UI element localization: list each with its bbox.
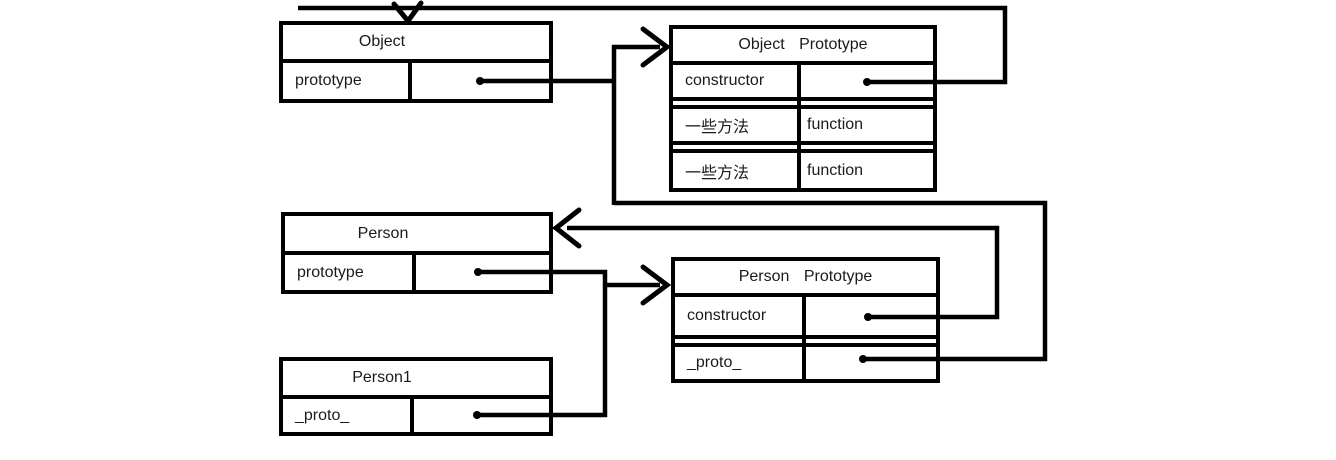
person-prototype-box-title-row: Person Prototype bbox=[675, 261, 936, 297]
constructor-key: constructor bbox=[685, 72, 765, 89]
object-prototype-box-title: Object Prototype bbox=[738, 36, 868, 53]
person-box-column-divider bbox=[412, 255, 416, 290]
object-prototype-row: prototype bbox=[283, 63, 549, 99]
person-prototype-box-column-divider bbox=[802, 297, 806, 379]
proto-value bbox=[802, 347, 936, 379]
person1-box-column-divider bbox=[410, 399, 414, 432]
person-prototype-box-title: Person Prototype bbox=[738, 268, 873, 285]
person-box-title-row: Person bbox=[285, 216, 549, 255]
proto-key: _proto_ bbox=[687, 354, 742, 371]
proto-value bbox=[410, 399, 549, 432]
arrowhead-right-icon bbox=[640, 26, 672, 68]
constructor-value bbox=[797, 65, 933, 97]
person-prototype-key: prototype bbox=[297, 263, 364, 281]
method-key: 一些方法 bbox=[685, 119, 750, 136]
person-box: Person prototype bbox=[281, 212, 553, 294]
arrowhead-left-icon bbox=[551, 207, 582, 249]
object-prototype-key: prototype bbox=[295, 72, 362, 89]
person1-box: Person1 _proto_ bbox=[279, 357, 553, 436]
person-prototype-row: prototype bbox=[285, 255, 549, 290]
method-value: function bbox=[807, 116, 864, 133]
constructor-value bbox=[802, 297, 936, 335]
object-box-title-row: Object bbox=[283, 25, 549, 63]
object-prototype-method-row-2: 一些方法 function bbox=[673, 149, 933, 188]
proto-key: _proto_ bbox=[295, 406, 350, 424]
object-prototype-method-row-1: 一些方法 function bbox=[673, 105, 933, 145]
person-prototype-box: Person Prototype constructor _proto_ bbox=[671, 257, 940, 383]
object-box: Object prototype bbox=[279, 21, 553, 103]
person1-box-title-row: Person1 bbox=[283, 361, 549, 399]
object-prototype-box-column-divider bbox=[797, 65, 801, 188]
object-box-title: Object bbox=[358, 33, 406, 50]
object-prototype-box: Object Prototype constructor 一些方法 functi… bbox=[669, 25, 937, 192]
arrowhead-down-icon bbox=[391, 0, 424, 26]
object-prototype-constructor-row: constructor bbox=[673, 65, 933, 101]
person1-proto-row: _proto_ bbox=[283, 399, 549, 432]
object-prototype-box-title-row: Object Prototype bbox=[673, 29, 933, 65]
object-prototype-value bbox=[408, 63, 549, 99]
constructor-key: constructor bbox=[687, 307, 767, 324]
arrowhead-right-icon bbox=[640, 264, 672, 306]
method-key: 一些方法 bbox=[685, 164, 750, 182]
object-box-column-divider bbox=[408, 63, 412, 99]
person1-box-title: Person1 bbox=[352, 369, 412, 386]
person-prototype-value bbox=[412, 255, 549, 290]
person-box-title: Person bbox=[357, 224, 409, 242]
method-value: function bbox=[807, 161, 864, 179]
